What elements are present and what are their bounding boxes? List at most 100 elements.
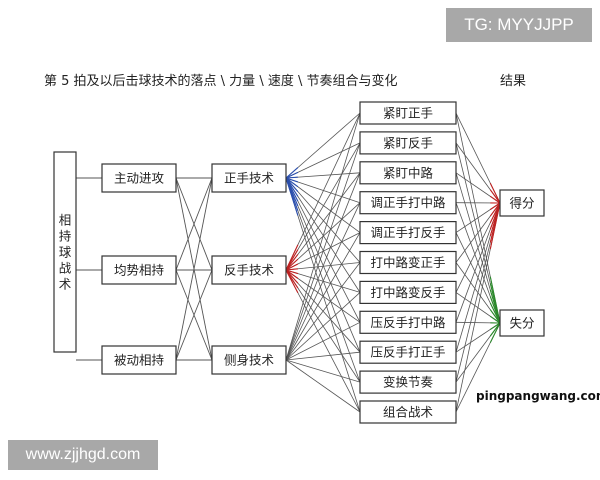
connector-line (285, 177, 361, 233)
tactic-box-label: 紧盯正手 (383, 106, 433, 121)
situation-box: 被动相持 (101, 345, 177, 375)
result-box-label: 得分 (509, 196, 534, 211)
watermark-badge-top: TG: MYYJJPP (446, 8, 592, 42)
tactic-box: 紧盯反手 (359, 131, 457, 155)
connector-line (489, 182, 501, 204)
connector-line (490, 315, 501, 324)
connector-line (285, 172, 361, 271)
situation-box: 主动进攻 (101, 163, 177, 193)
connector-line (285, 232, 361, 361)
connector-line (285, 254, 299, 271)
result-box-label: 失分 (509, 316, 534, 331)
situation-box-label: 被动相持 (114, 353, 164, 368)
connector-line (285, 177, 361, 263)
root-box-char: 战 (59, 261, 72, 276)
connector-line (285, 359, 361, 413)
connector-line (285, 142, 361, 361)
connector-line (285, 112, 361, 271)
result-box: 失分 (499, 309, 545, 337)
result-box: 得分 (499, 189, 545, 217)
connector-line (285, 177, 361, 323)
tactic-box: 调正手打中路 (359, 191, 457, 215)
connector-line (175, 177, 213, 361)
root-box-char: 球 (59, 245, 72, 260)
technique-box-label: 反手技术 (224, 263, 275, 278)
technique-box-label: 正手技术 (224, 171, 275, 186)
connector-line (489, 302, 501, 324)
connector-line (285, 167, 299, 179)
connector-line (285, 321, 361, 361)
watermark-badge-bottom: www.zjjhgd.com (8, 440, 158, 470)
connector-line (175, 177, 213, 271)
connector-line (285, 177, 361, 204)
connector-line (285, 177, 299, 216)
connector-line (285, 258, 299, 271)
root-box-char: 术 (59, 277, 72, 292)
connector-line (285, 177, 361, 383)
connector-line (489, 309, 501, 324)
tactic-box: 打中路变正手 (359, 250, 457, 275)
tactic-box: 变换节奏 (359, 370, 457, 394)
connector-line (285, 202, 361, 361)
tactic-box-label: 调正手打中路 (370, 195, 446, 210)
tactic-box: 压反手打中路 (359, 310, 457, 334)
connector-lines (76, 112, 501, 413)
situation-box-label: 均势相持 (114, 263, 164, 278)
connector-line (490, 322, 501, 330)
tactic-box: 压反手打正手 (359, 340, 457, 364)
connector-line (285, 177, 361, 413)
connector-line (285, 269, 299, 293)
tactic-box-label: 压反手打中路 (370, 315, 446, 330)
connector-line (285, 268, 298, 271)
connector-line (490, 195, 501, 204)
technique-box-label: 侧身技术 (224, 353, 275, 368)
connector-line (285, 176, 298, 179)
connector-line (285, 262, 361, 361)
connector-line (175, 269, 213, 361)
tactic-box: 紧盯中路 (359, 161, 457, 185)
tactic-box-label: 紧盯反手 (383, 135, 433, 150)
connector-line (285, 177, 299, 183)
tactic-box-label: 变换节奏 (383, 375, 434, 390)
connector-line (285, 351, 361, 361)
tactic-box: 组合战术 (359, 400, 457, 424)
technique-box: 侧身技术 (211, 345, 287, 375)
connector-line (285, 142, 361, 271)
situation-box-label: 主动进攻 (114, 171, 165, 186)
connector-line (285, 172, 361, 179)
connector-line (285, 263, 299, 271)
connector-line (285, 142, 361, 179)
result-column-label: 结果 (500, 74, 527, 89)
connector-line (285, 269, 298, 275)
tactic-box: 调正手打反手 (359, 221, 457, 245)
tactic-box-label: 压反手打正手 (370, 345, 445, 360)
connector-line (285, 112, 361, 361)
tactic-box-label: 打中路变正手 (370, 255, 445, 270)
root-box-char: 相 (59, 213, 72, 228)
situation-box: 均势相持 (101, 255, 177, 285)
connector-line (285, 292, 361, 361)
connector-line (285, 172, 361, 361)
tactic-box: 紧盯正手 (359, 101, 457, 125)
technique-box: 反手技术 (211, 255, 287, 285)
technique-box: 正手技术 (211, 163, 287, 193)
connector-line (285, 177, 361, 353)
connector-line (489, 322, 501, 343)
site-watermark: pingpangwang.com (476, 389, 600, 403)
diagram-title: 第 5 拍及以后击球技术的落点 \ 力量 \ 速度 \ 节奏组合与变化 (44, 74, 398, 89)
root-box-char: 持 (59, 229, 72, 244)
connector-line (489, 202, 501, 250)
connector-line (490, 202, 501, 210)
tactic-box-label: 打中路变反手 (370, 285, 445, 300)
connector-line (285, 112, 361, 179)
connector-line (285, 171, 299, 179)
connector-line (285, 359, 361, 383)
tactic-box-label: 紧盯中路 (383, 165, 434, 180)
tactic-box-label: 组合战术 (383, 405, 434, 420)
tactic-box-label: 调正手打反手 (370, 225, 445, 240)
connector-line (489, 189, 501, 204)
tactic-box: 打中路变反手 (359, 280, 457, 304)
